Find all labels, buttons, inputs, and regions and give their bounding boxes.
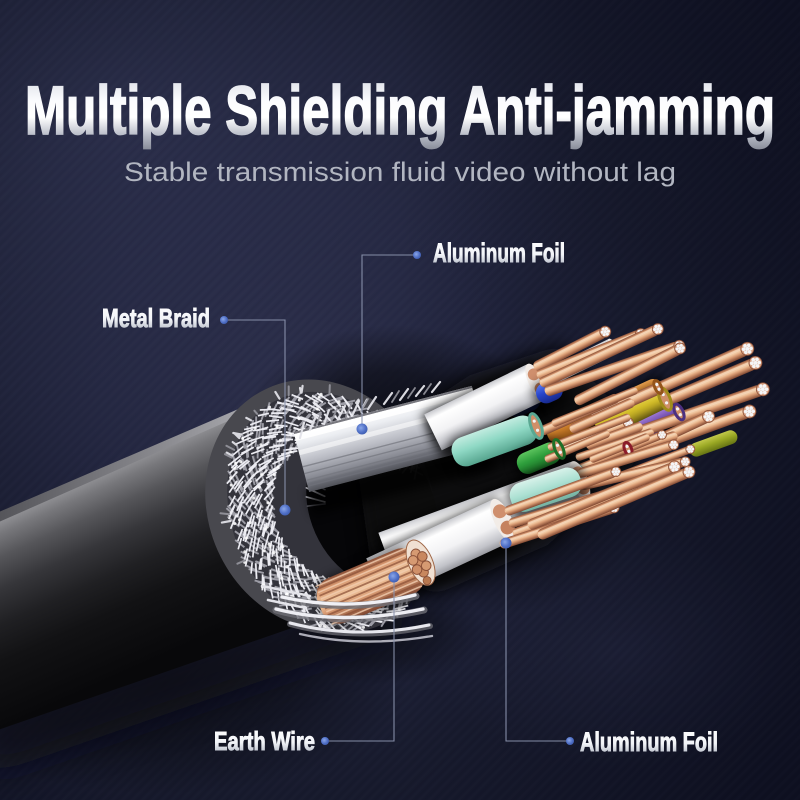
- svg-text:Aluminum Foil: Aluminum Foil: [433, 238, 565, 268]
- svg-text:Aluminum Foil: Aluminum Foil: [580, 727, 718, 757]
- svg-text:Metal Braid: Metal Braid: [102, 303, 210, 333]
- svg-text:Stable transmission fluid vide: Stable transmission fluid video without …: [124, 157, 676, 187]
- svg-text:Earth Wire: Earth Wire: [214, 726, 315, 756]
- svg-text:Multiple Shielding Anti-jammin: Multiple Shielding Anti-jamming: [25, 72, 775, 149]
